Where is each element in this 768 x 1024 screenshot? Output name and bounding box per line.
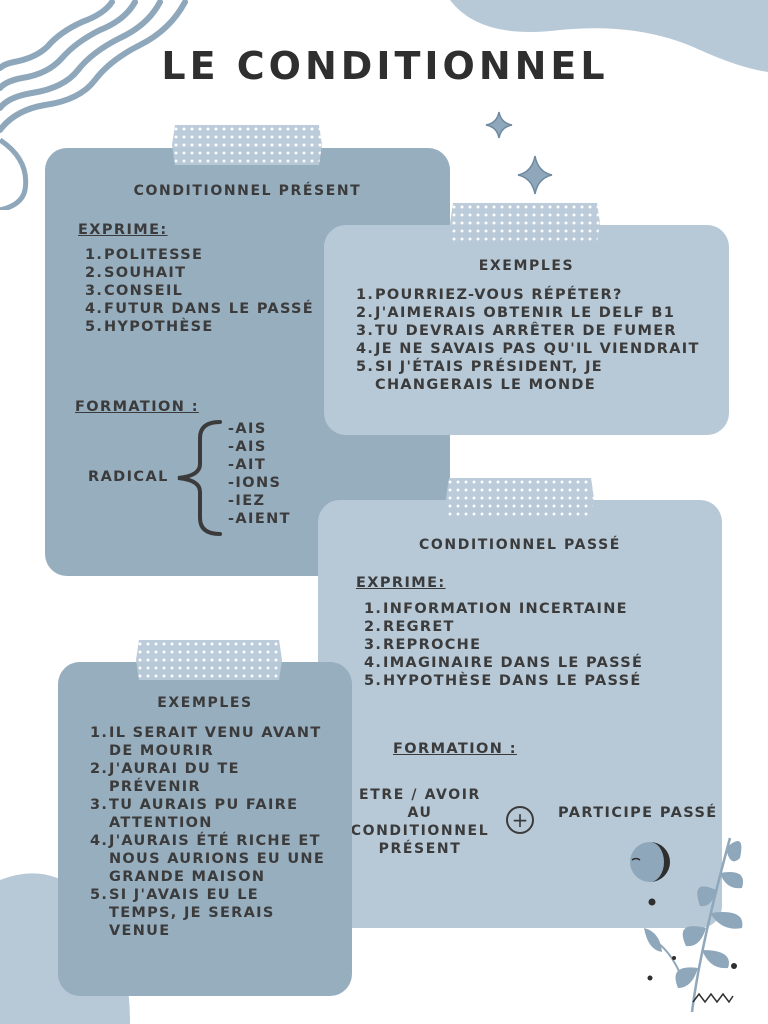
list-item: 4.J'aurais été riche et nous aurions eu …	[90, 833, 326, 885]
leaf-branch-icon	[644, 837, 744, 1013]
endings-list: -ais -ais -ait -ions -iez -aient	[228, 420, 291, 528]
page-title: Le Conditionnel	[161, 44, 609, 88]
present-exprime-list: 1.Politesse 2.Souhait 3.Conseil 4.Futur …	[85, 246, 314, 336]
list-item: 4.Futur dans le passé	[85, 301, 314, 317]
list-item: 5.Si j'avais eu le temps, je serais venu…	[90, 887, 275, 939]
passe-exprime-list: 1.Information incertaine 2.Regret 3.Repr…	[364, 600, 643, 690]
sparkle-icon	[517, 155, 553, 195]
formula-right: Participe passé	[558, 805, 718, 821]
passe-examples-card	[58, 662, 352, 996]
present-formation-label: Formation :	[75, 399, 199, 415]
plus-circle-icon: +	[506, 806, 534, 834]
passe-exprime-label: Exprime:	[356, 575, 446, 591]
sparkle-icon	[485, 111, 513, 139]
present-examples-card	[324, 225, 729, 435]
tape-strip	[450, 203, 600, 243]
ending: -ait	[228, 457, 267, 473]
ending: -aient	[228, 511, 291, 527]
top-right-blob	[450, 0, 768, 72]
present-examples-heading: Exemples	[478, 258, 575, 274]
list-item: 5.Hypothèse dans le passé	[364, 673, 642, 689]
list-item: 2.Regret	[364, 619, 455, 635]
wavy-lines-icon	[0, 0, 188, 210]
present-examples-list: 1.Pourriez-vous répéter? 2.J'aimerais ob…	[356, 286, 706, 394]
list-item: 2.J'aurai du te prévenir	[90, 761, 240, 795]
plus-symbol: +	[511, 808, 529, 832]
passe-heading: Conditionnel passé	[419, 537, 621, 553]
passe-formation-label: Formation :	[393, 741, 517, 757]
passe-examples-heading: Exemples	[157, 695, 253, 711]
list-item: 3.Tu devrais arrêter de fumer	[356, 323, 677, 339]
list-item: 2.Souhait	[85, 265, 187, 281]
ending: -ions	[228, 475, 282, 491]
passe-examples-list: 1.Il serait venu avant de mourir 2.J'aur…	[90, 724, 326, 940]
list-item: 1.Politesse	[85, 247, 204, 263]
list-item: 3.Tu aurais pu faire attention	[90, 797, 299, 831]
list-item: 1.Pourriez-vous répéter?	[356, 287, 623, 303]
ending: -iez	[228, 493, 266, 509]
present-exprime-label: Exprime:	[78, 222, 168, 238]
tape-strip	[172, 125, 322, 165]
radical-label: Radical	[88, 469, 169, 485]
list-item: 2.J'aimerais obtenir le DELF B1	[356, 305, 676, 321]
tape-strip	[136, 640, 282, 680]
list-item: 3.Conseil	[85, 283, 184, 299]
sun-moon-icon	[630, 842, 670, 882]
list-item: 1.Information incertaine	[364, 601, 628, 617]
list-item: 4.Imaginaire dans le passé	[364, 655, 644, 671]
zigzag-icon	[692, 992, 734, 1004]
ending: -ais	[228, 439, 267, 455]
formula-left: Etre / avoir au conditionnel présent	[350, 787, 490, 857]
curly-brace-icon	[177, 420, 222, 536]
ending: -ais	[228, 421, 267, 437]
present-heading: Conditionnel présent	[133, 183, 362, 199]
list-item: 5.Hypothèse	[85, 319, 214, 335]
list-item: 4.Je ne savais pas qu'il viendrait	[356, 341, 700, 357]
list-item: 1.Il serait venu avant de mourir	[90, 725, 322, 759]
list-item: 3.Reproche	[364, 637, 482, 653]
list-item: 5.Si j'étais président, je changerais le…	[356, 359, 603, 393]
tape-strip	[446, 478, 594, 518]
